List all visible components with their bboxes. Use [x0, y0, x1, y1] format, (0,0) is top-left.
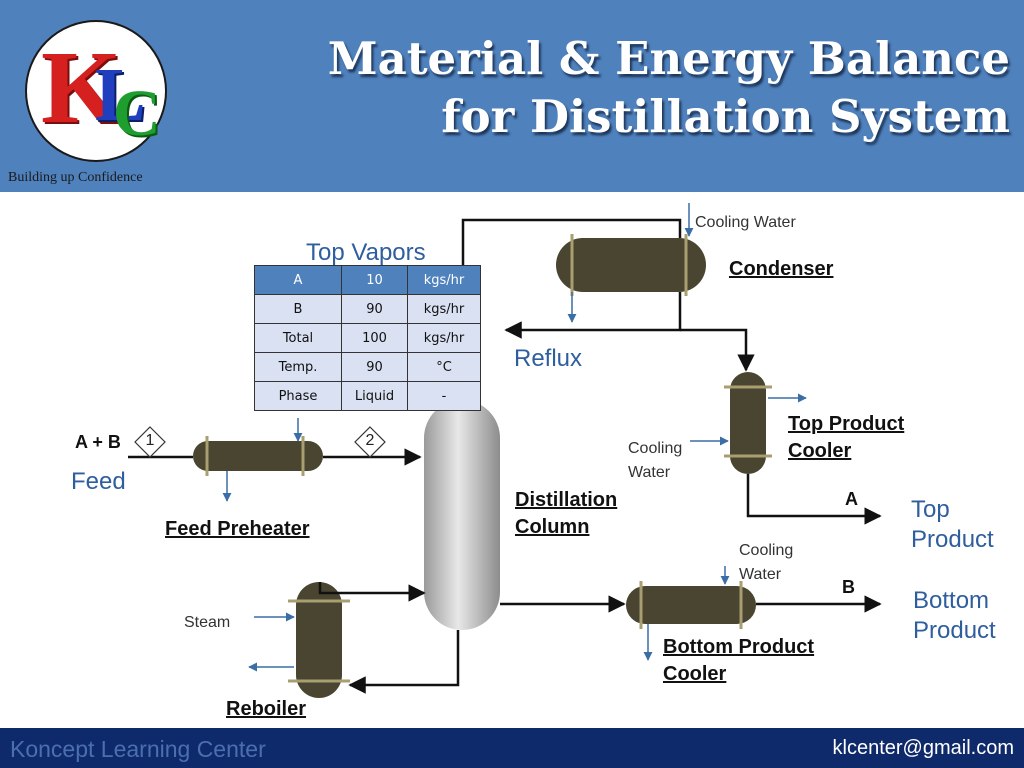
condenser-vessel: [556, 234, 706, 296]
stream-2-diamond: [354, 426, 386, 458]
logo-letter-c: C: [113, 77, 161, 150]
bottom-product-cooler-vessel: [626, 581, 756, 629]
cooling-water-condenser-label: Cooling Water: [695, 214, 796, 231]
cooling-water-top-label: Cooling Water: [628, 437, 682, 485]
cooling-water-top-label-line2: Water: [628, 464, 671, 481]
stream-a-label: A: [845, 489, 858, 509]
footer-bar: Koncept Learning Center klcenter@gmail.c…: [0, 728, 1024, 768]
table-cell: kgs/hr: [407, 294, 481, 324]
reboiler-label: Reboiler: [226, 698, 307, 720]
top-product-label-line1: Top: [911, 496, 950, 523]
cooling-water-bottom-label-line2: Water: [739, 566, 782, 583]
table-cell: kgs/hr: [407, 323, 481, 353]
table-cell: -: [407, 381, 481, 411]
distillation-column-label-line1: Distillation: [515, 489, 618, 511]
process-lines: [128, 218, 882, 694]
stream-b-label: B: [842, 577, 855, 597]
top-product-label: Top Product: [911, 495, 994, 555]
bottom-product-label-line2: Product: [913, 617, 996, 644]
top-product-cooler-vessel: [724, 372, 772, 474]
cooling-water-bottom-label: Cooling Water: [739, 539, 793, 587]
reflux-label: Reflux: [514, 345, 583, 372]
feed-label: Feed: [71, 468, 126, 495]
feed-stream-label: A + B: [75, 432, 121, 452]
table-cell: 100: [341, 323, 408, 353]
table-cell: Phase: [254, 381, 342, 411]
stream-2-number: 2: [365, 432, 375, 449]
slide-title: Material & Energy Balance for Distillati…: [328, 30, 1010, 146]
distillation-column-label-line2: Column: [515, 516, 590, 538]
bottom-product-cooler-label-line1: Bottom Product: [663, 636, 815, 658]
table-cell: 90: [341, 352, 408, 382]
klc-logo: K L C: [25, 20, 167, 162]
table-cell: B: [254, 294, 342, 324]
utility-lines: [222, 203, 807, 672]
stream-1-diamond: [134, 426, 166, 458]
distillation-column-label: Distillation Column: [515, 487, 617, 541]
slide-title-line1: Material & Energy Balance: [327, 32, 1010, 85]
bottom-product-label-line1: Bottom: [913, 587, 990, 614]
logo-letter-l: L: [95, 53, 146, 137]
table-cell: A: [254, 265, 342, 295]
tagline: Building up Confidence: [8, 170, 143, 185]
table-cell: °C: [407, 352, 481, 382]
logo-letter-k: K: [41, 30, 122, 145]
distillation-column: [424, 400, 500, 630]
condenser-label: Condenser: [729, 258, 834, 280]
cooling-water-bottom-label-line1: Cooling: [739, 542, 794, 559]
stream-1-number: 1: [145, 432, 155, 449]
table-cell: Temp.: [254, 352, 342, 382]
table-cell: Total: [254, 323, 342, 353]
top-vapors-label: Top Vapors: [306, 239, 426, 266]
table-cell: 10: [341, 265, 408, 295]
bottom-product-cooler-label-line2: Cooler: [663, 663, 727, 685]
table-cell: Liquid: [341, 381, 408, 411]
table-cell: 90: [341, 294, 408, 324]
steam-label: Steam: [184, 614, 231, 631]
feed-preheater-label: Feed Preheater: [165, 518, 310, 540]
top-product-cooler-label-line2: Cooler: [788, 440, 852, 462]
top-product-cooler-label: Top Product Cooler: [788, 411, 904, 465]
table-cell: kgs/hr: [407, 265, 481, 295]
bottom-product-label: Bottom Product: [913, 586, 996, 646]
top-product-cooler-label-line1: Top Product: [788, 413, 905, 435]
slide-title-line2: for Distillation System: [441, 90, 1010, 143]
bottom-product-cooler-label: Bottom Product Cooler: [663, 634, 814, 688]
header-banner: K L C Building up Confidence Material & …: [0, 0, 1024, 192]
reboiler-vessel: [288, 582, 350, 698]
feed-preheater-vessel: [193, 436, 323, 476]
footer-organization: Koncept Learning Center: [10, 736, 266, 762]
table-row: Temp.90°C: [254, 352, 481, 382]
cooling-water-top-label-line1: Cooling: [628, 440, 683, 457]
footer-email: klcenter@gmail.com: [832, 737, 1014, 759]
top-product-label-line2: Product: [911, 526, 994, 553]
